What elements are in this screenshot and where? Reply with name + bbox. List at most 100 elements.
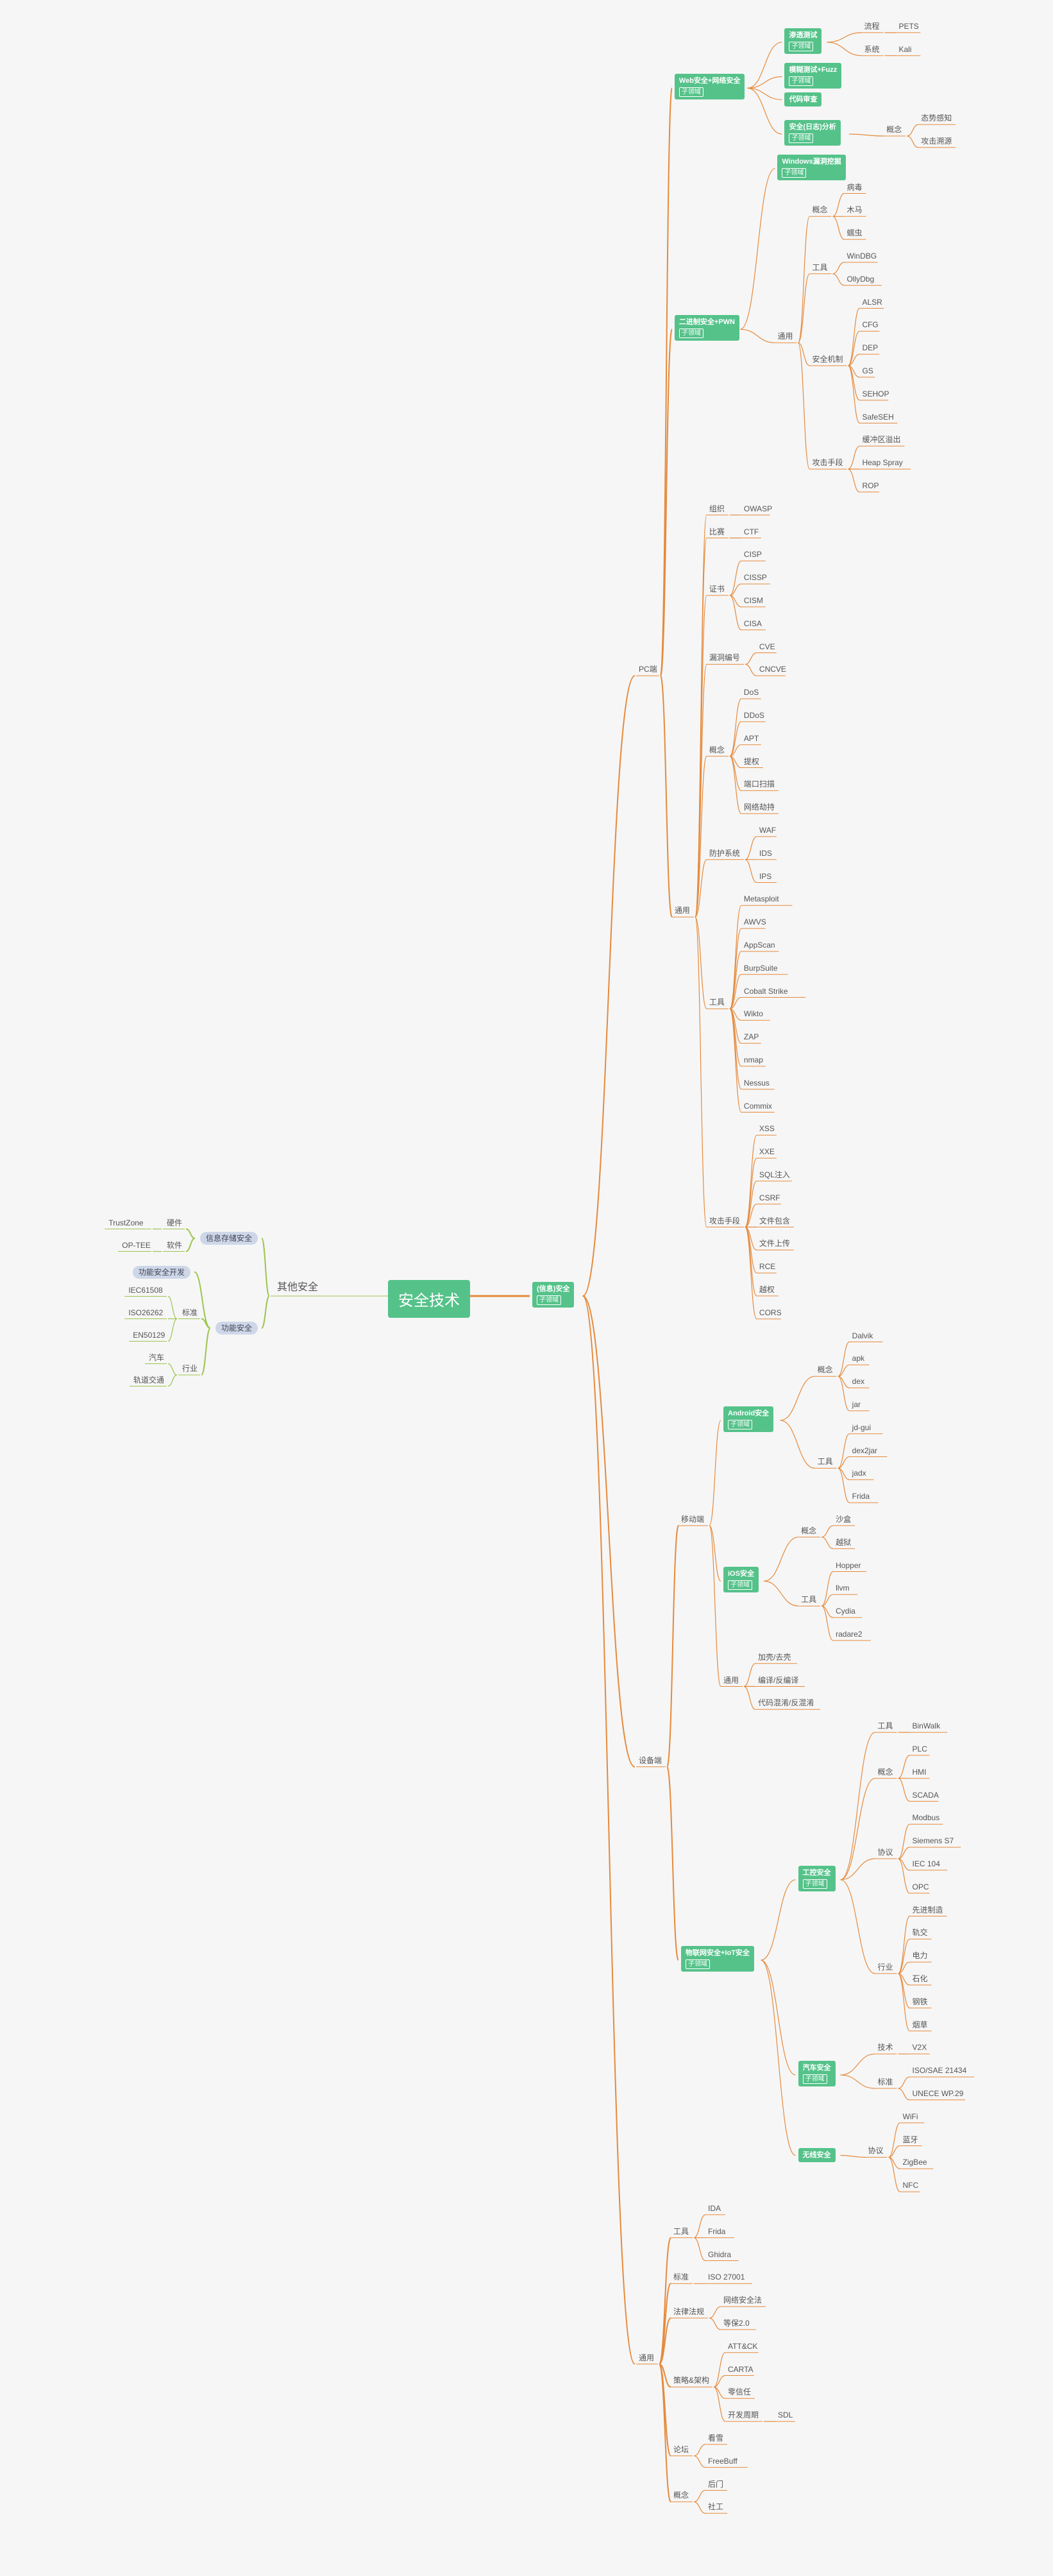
node-appscan[interactable]: AppScan <box>743 940 775 950</box>
node-rop[interactable]: ROP <box>862 481 879 490</box>
node-概念[interactable]: 概念 <box>812 205 828 215</box>
node-蓝牙[interactable]: 蓝牙 <box>902 2135 918 2144</box>
node-论坛[interactable]: 论坛 <box>673 2444 689 2454</box>
node-wifi[interactable]: WiFi <box>902 2111 918 2121</box>
node-hopper[interactable]: Hopper <box>836 1560 861 1570</box>
node-modbus[interactable]: Modbus <box>912 1813 940 1823</box>
node-web安全-网络安全[interactable]: Web安全+网络安全子领域 <box>674 74 745 100</box>
node-scada[interactable]: SCADA <box>912 1790 939 1800</box>
node-攻击溯源[interactable]: 攻击溯源 <box>921 136 952 146</box>
node-工具[interactable]: 工具 <box>801 1595 817 1605</box>
node-防护系统[interactable]: 防护系统 <box>709 848 740 858</box>
node-看雪[interactable]: 看雪 <box>708 2433 724 2443</box>
node-other-security[interactable]: 其他安全 <box>277 1282 319 1293</box>
node-cydia[interactable]: Cydia <box>836 1607 855 1616</box>
node-信息-安全[interactable]: (信息)安全子领域 <box>532 1282 575 1308</box>
node-硬件[interactable]: 硬件 <box>167 1218 183 1227</box>
node-信息存储安全[interactable]: 信息存储安全 <box>200 1232 258 1245</box>
node-frida[interactable]: Frida <box>852 1492 870 1501</box>
node-概念[interactable]: 概念 <box>801 1526 817 1535</box>
node-safeseh[interactable]: SafeSEH <box>862 412 894 422</box>
node-kali[interactable]: Kali <box>898 44 912 54</box>
node-metasploit[interactable]: Metasploit <box>743 894 779 904</box>
node-提权[interactable]: 提权 <box>743 756 759 766</box>
node-sdl[interactable]: SDL <box>777 2410 793 2420</box>
root-node[interactable]: 安全技术 <box>388 1280 470 1318</box>
node-系统[interactable]: 系统 <box>864 44 880 54</box>
node-文件包含[interactable]: 文件包含 <box>759 1216 790 1225</box>
node-漏洞编号[interactable]: 漏洞编号 <box>709 653 740 663</box>
node-waf[interactable]: WAF <box>759 825 777 835</box>
node-协议[interactable]: 协议 <box>868 2146 884 2156</box>
node-组织[interactable]: 组织 <box>709 504 725 513</box>
node-蠕虫[interactable]: 蠕虫 <box>847 228 863 238</box>
node-工具[interactable]: 工具 <box>812 262 828 272</box>
node-标准[interactable]: 标准 <box>673 2273 689 2282</box>
node-通用[interactable]: 通用 <box>674 906 690 916</box>
node-先进制造[interactable]: 先进制造 <box>912 1905 943 1915</box>
node-工具[interactable]: 工具 <box>709 998 725 1007</box>
node-标准[interactable]: 标准 <box>182 1308 198 1317</box>
node-owasp[interactable]: OWASP <box>743 504 773 513</box>
node-wikto[interactable]: Wikto <box>743 1009 763 1019</box>
node-windows漏洞挖掘[interactable]: Windows漏洞挖掘子领域 <box>777 154 846 180</box>
node-dex[interactable]: dex <box>852 1377 865 1386</box>
node-cors[interactable]: CORS <box>759 1308 782 1317</box>
node-android安全[interactable]: Android安全子领域 <box>723 1406 774 1432</box>
node-sql注入[interactable]: SQL注入 <box>759 1170 790 1179</box>
node-cisp[interactable]: CISP <box>743 550 762 559</box>
node-木马[interactable]: 木马 <box>847 205 863 215</box>
node-加壳-去壳[interactable]: 加壳/去壳 <box>758 1652 791 1662</box>
node-cisa[interactable]: CISA <box>743 618 762 628</box>
node-工具[interactable]: 工具 <box>817 1457 833 1467</box>
node-sehop[interactable]: SEHOP <box>862 389 889 398</box>
node-ctf[interactable]: CTF <box>743 527 759 536</box>
node-cism[interactable]: CISM <box>743 595 763 605</box>
node-iec-104[interactable]: IEC 104 <box>912 1859 940 1868</box>
node-编译-反编译[interactable]: 编译/反编译 <box>758 1675 799 1685</box>
node-概念[interactable]: 概念 <box>877 1767 893 1777</box>
node-jd-gui[interactable]: jd-gui <box>852 1422 872 1432</box>
node-ghidra[interactable]: Ghidra <box>708 2249 732 2259</box>
node-越权[interactable]: 越权 <box>759 1284 775 1294</box>
node-技术[interactable]: 技术 <box>877 2043 893 2052</box>
node-radare2[interactable]: radare2 <box>836 1629 863 1639</box>
node-iec61508[interactable]: IEC61508 <box>128 1285 163 1295</box>
node-后门[interactable]: 后门 <box>708 2479 724 2489</box>
node-cve[interactable]: CVE <box>759 642 775 651</box>
node-通用[interactable]: 通用 <box>639 2353 655 2362</box>
node-commix[interactable]: Commix <box>743 1101 772 1111</box>
node-代码审查[interactable]: 代码审查 <box>784 92 822 107</box>
node-iso26262[interactable]: ISO26262 <box>128 1308 164 1317</box>
node-ida[interactable]: IDA <box>708 2203 721 2213</box>
node-工具[interactable]: 工具 <box>877 1721 893 1731</box>
node-zigbee[interactable]: ZigBee <box>902 2158 927 2167</box>
node-rce[interactable]: RCE <box>759 1262 776 1272</box>
node-freebuff[interactable]: FreeBuff <box>708 2456 737 2466</box>
node-汽车安全[interactable]: 汽车安全子领域 <box>798 2061 836 2087</box>
node-cfg[interactable]: CFG <box>862 320 879 330</box>
node-电力[interactable]: 电力 <box>912 1951 928 1961</box>
node-等保2-0[interactable]: 等保2.0 <box>723 2318 750 2328</box>
node-病毒[interactable]: 病毒 <box>847 182 863 192</box>
node-代码混淆-反混淆[interactable]: 代码混淆/反混淆 <box>758 1698 814 1708</box>
node-网络安全法[interactable]: 网络安全法 <box>723 2296 762 2305</box>
node-burpsuite[interactable]: BurpSuite <box>743 963 778 973</box>
node-软件[interactable]: 软件 <box>167 1240 183 1250</box>
node-dalvik[interactable]: Dalvik <box>852 1331 873 1340</box>
node-xss[interactable]: XSS <box>759 1124 775 1134</box>
node-pets[interactable]: PETS <box>898 21 919 31</box>
node-缓冲区溢出[interactable]: 缓冲区溢出 <box>862 435 901 445</box>
node-攻击手段[interactable]: 攻击手段 <box>709 1216 740 1225</box>
node-jadx[interactable]: jadx <box>852 1469 866 1478</box>
node-法律法规[interactable]: 法律法规 <box>673 2307 705 2316</box>
node-unece-wp-29[interactable]: UNECE WP.29 <box>912 2088 964 2098</box>
node-轨交[interactable]: 轨交 <box>912 1928 928 1938</box>
node-nfc[interactable]: NFC <box>902 2181 919 2190</box>
node-cncve[interactable]: CNCVE <box>759 665 786 674</box>
node-概念[interactable]: 概念 <box>709 745 725 755</box>
node-工控安全[interactable]: 工控安全子领域 <box>798 1865 836 1891</box>
node-开发周期[interactable]: 开发周期 <box>727 2410 759 2420</box>
node-文件上传[interactable]: 文件上传 <box>759 1239 790 1249</box>
